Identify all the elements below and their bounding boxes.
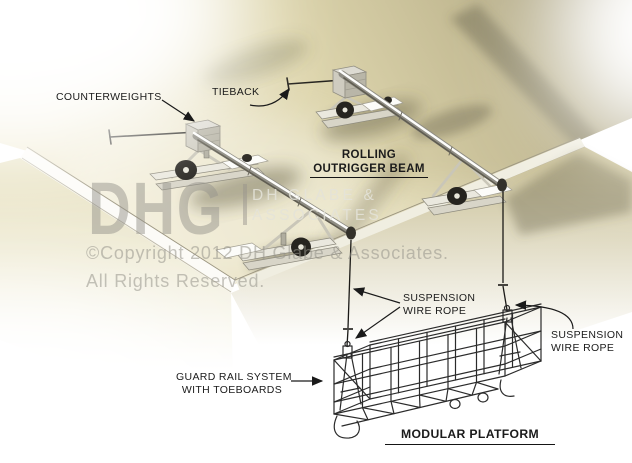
label-suspension-wire-rope-right: SUSPENSION WIRE ROPE	[551, 329, 624, 354]
outrigger-beam-left	[192, 131, 356, 240]
face-shadow	[505, 152, 632, 235]
label-modular-platform: MODULAR PLATFORM	[382, 428, 558, 445]
label-tieback: TIEBACK	[212, 86, 260, 98]
label-rolling-line2: OUTRIGGER BEAM	[310, 163, 428, 178]
watermark-copyright-line1: ©Copyright 2012 DH Glabe & Associates.	[86, 243, 449, 263]
label-rolling-outrigger-beam: ROLLING OUTRIGGER BEAM	[303, 149, 435, 178]
tieback-arrow	[249, 88, 290, 107]
stirrup-left	[339, 340, 362, 411]
label-counterweights: COUNTERWEIGHTS	[56, 91, 162, 103]
leader-arrows	[161, 88, 574, 386]
watermark-logo: DHG	[88, 167, 225, 250]
modular-platform-drawing	[333, 303, 542, 439]
label-suspension-wire-rope-left: SUSPENSION WIRE ROPE	[403, 292, 476, 317]
watermark-company-line2: ASSOCIATES	[252, 207, 382, 224]
suspension-left-arrow-down	[355, 306, 401, 339]
stirrup-right	[498, 304, 522, 375]
label-guard-rail-system: GUARD RAIL SYSTEM WITH TOEBOARDS	[176, 371, 292, 396]
front-carriage-left	[215, 232, 343, 271]
watermark-divider	[243, 184, 247, 225]
watermark-company-line1: DH GLABE &	[252, 187, 378, 204]
watermark-copyright-line2: All Rights Reserved.	[86, 271, 266, 291]
suspension-wire-left	[343, 239, 353, 347]
outrigger-beam-right	[338, 69, 507, 192]
suspension-right-arrow	[514, 300, 574, 330]
outrigger-system-right	[286, 65, 513, 216]
label-rolling-line1: ROLLING	[341, 149, 397, 161]
counterweights-arrow	[161, 99, 196, 122]
suspension-left-arrow-up	[352, 287, 401, 304]
suspension-wires	[343, 191, 508, 347]
beam-tip	[497, 178, 507, 192]
beam-tip	[346, 226, 356, 240]
